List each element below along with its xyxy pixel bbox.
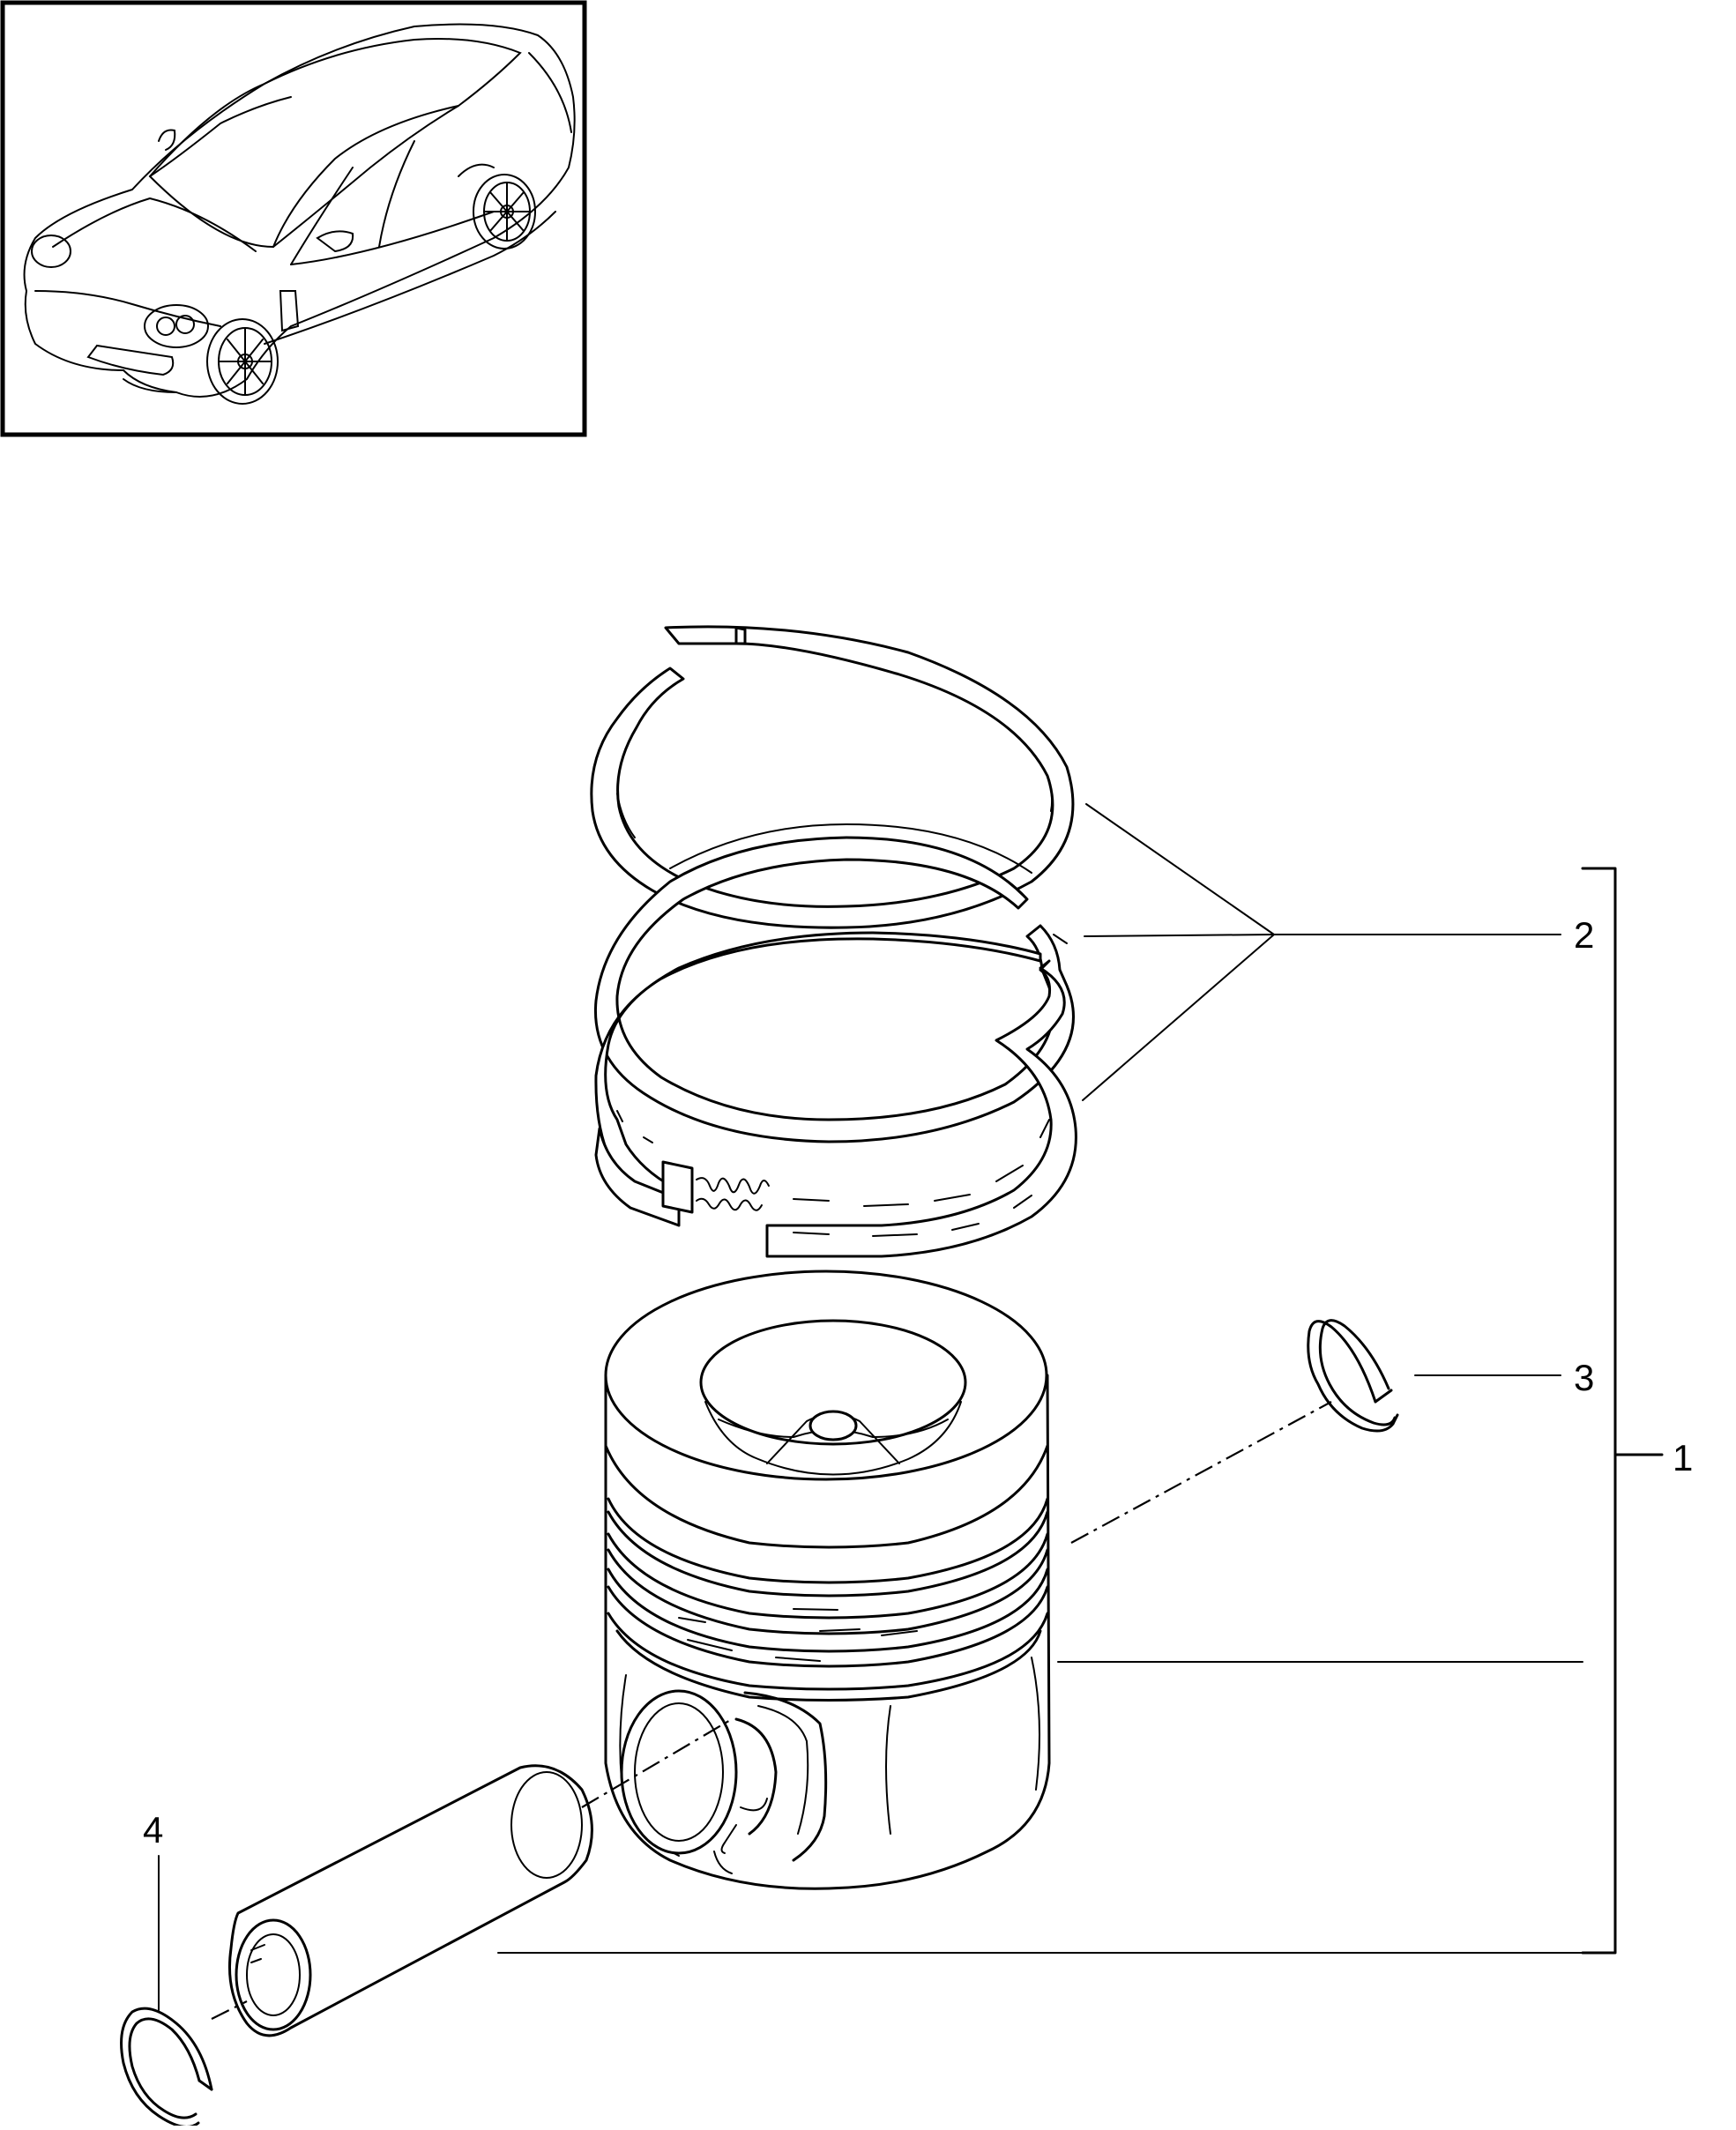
piston-ring-icon: [590, 625, 1561, 1258]
leader-item-1: [497, 1661, 1601, 1954]
top-compression-ring: [590, 625, 1075, 929]
callout-label-3: 3: [1574, 1357, 1594, 1398]
callout-label-2: 2: [1574, 914, 1594, 956]
ring-grooves: [607, 1497, 1049, 1702]
axis-line-pin: [581, 1718, 733, 1808]
axis-line-right: [1070, 1401, 1332, 1544]
car-icon: [23, 23, 576, 405]
piston-icon: [604, 1270, 1051, 1890]
second-ring: [593, 823, 1075, 1143]
leader-item-2: [1082, 803, 1561, 1101]
bracket-item-1: [1581, 867, 1664, 1955]
callout-label-1: 1: [1673, 1437, 1693, 1478]
piston-pin: [227, 1764, 593, 2037]
callout-label-4: 4: [143, 1809, 163, 1851]
circlip-right: [1307, 1319, 1561, 1433]
expander-spring: [696, 1177, 770, 1211]
oil-control-ring: [594, 931, 1077, 1258]
vehicle-thumbnail: [0, 0, 587, 437]
circlip-left: [120, 1855, 213, 2128]
axis-line-left: [211, 2000, 248, 2020]
